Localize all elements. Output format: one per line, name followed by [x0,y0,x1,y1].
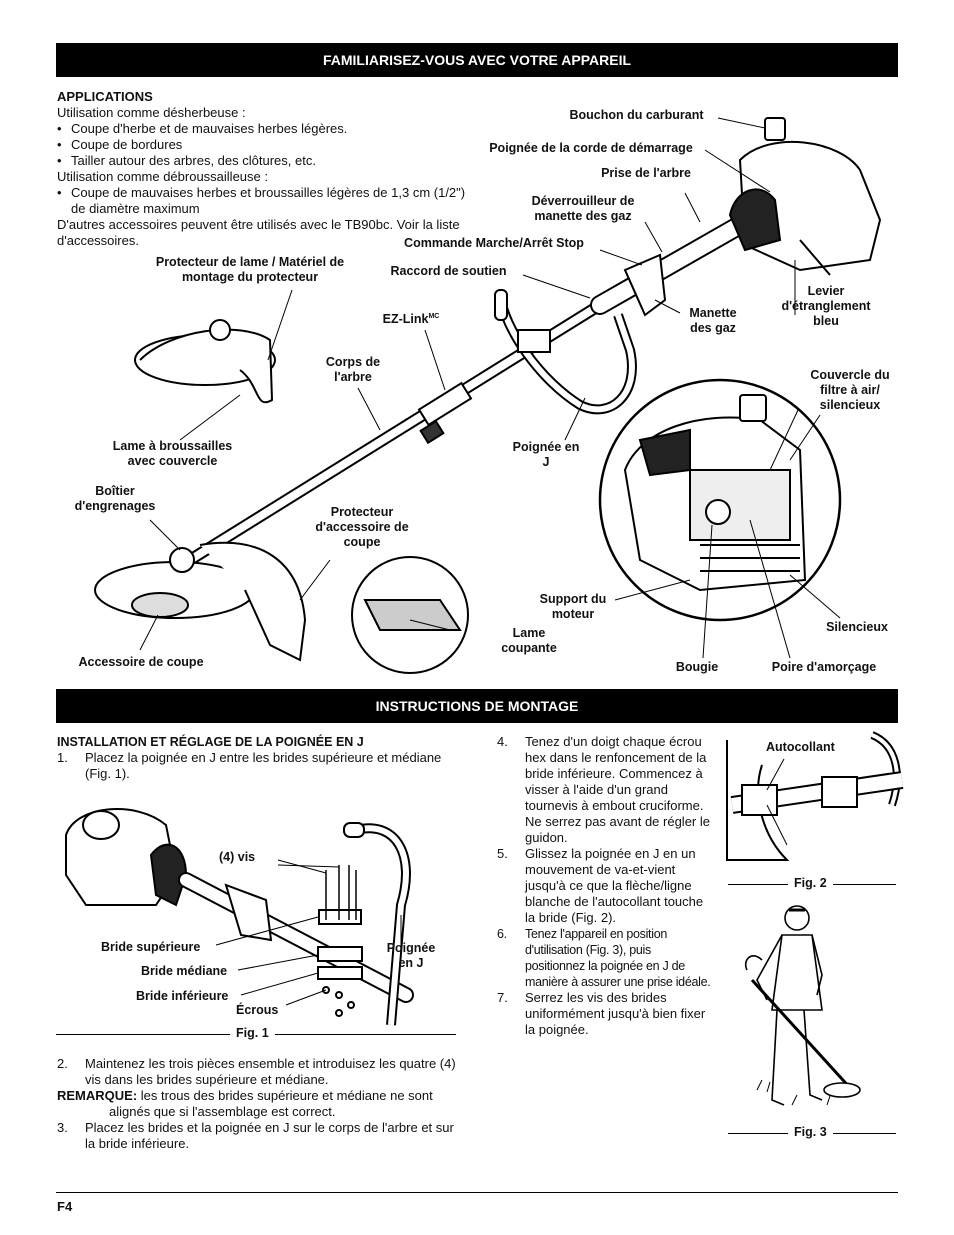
step-number: 5. [497,846,508,861]
label-spark-plug: Bougie [675,660,719,674]
step-text: Maintenez les trois pièces ensemble et i… [85,1056,456,1087]
fig2-illustration [726,731,904,861]
fig1-label-screws: (4) vis [219,850,256,864]
step-number: 3. [57,1120,68,1135]
fig1-label-j-handle: Poignée en J [386,941,436,970]
note-label: REMARQUE: [57,1088,138,1103]
applications-block: APPLICATIONS Utilisation comme désherbeu… [57,89,467,249]
label-shaft-body: Corps de l'arbre [325,355,381,384]
fig1-label-nuts: Écrous [236,1003,279,1017]
label-blade-guard: Protecteur de lame / Matériel de montage… [155,255,345,284]
assembly-heading: INSTALLATION ET RÉGLAGE DE LA POIGNÉE EN… [57,735,364,749]
bullet-item: Coupe de bordures [57,137,467,153]
label-ezlink: EZ-LinkMC [376,309,446,327]
step-number: 7. [497,990,508,1005]
assembly-left-lower: 2. Maintenez les trois pièces ensemble et… [57,1056,457,1152]
step-number: 2. [57,1056,68,1071]
label-attach-guard: Protecteur d'accessoire de coupe [315,505,409,549]
assembly-left-column: INSTALLATION ET RÉGLAGE DE LA POIGNÉE EN… [57,734,457,782]
label-gearbox: Boîtier d'engrenages [74,484,156,513]
bullet-item: Coupe de mauvaises herbes et broussaille… [57,185,467,217]
fig2-label-sticker: Autocollant [766,740,835,754]
step-number: 1. [57,750,68,765]
fig1-label-lower-flange: Bride inférieure [136,989,229,1003]
assembly-middle-column: 4. Tenez d'un doigt chaque écrou hex dans… [497,734,713,1038]
applications-heading: APPLICATIONS [57,89,153,104]
note-text: les trous des brides supérieure et média… [109,1088,433,1119]
step-1: 1. Placez la poignée en J entre les bride… [57,750,457,782]
trimmer-illustration [94,117,882,674]
label-stop-switch: Commande Marche/Arrêt Stop [404,236,584,250]
fig3-illustration [744,905,861,1106]
label-choke: Levier d'étranglement bleu [781,284,871,328]
step-text: Tenez l'appareil en position d'utilisati… [525,927,711,989]
step-4: 4. Tenez d'un doigt chaque écrou hex dans… [497,734,713,846]
fig1-illustration [65,808,414,1026]
fig1-caption: Fig. 1 [230,1026,275,1040]
fig3-caption: Fig. 3 [788,1125,833,1139]
fig1-label-middle-flange: Bride médiane [141,964,228,978]
section-header-assembly: INSTRUCTIONS DE MONTAGE [56,689,898,723]
fig2-caption: Fig. 2 [788,876,833,890]
step-text: Placez la poignée en J entre les brides … [85,750,442,781]
page-number: F4 [57,1199,73,1214]
step-7: 7. Serrez les vis des brides uniformément… [497,990,713,1038]
applications-line: D'autres accessoires peuvent être utilis… [57,217,460,248]
label-starter-rope: Poignée de la corde de démarrage [489,141,693,155]
label-air-filter: Couvercle du filtre à air/ silencieux [810,368,890,412]
label-shaft-grip: Prise de l'arbre [601,166,691,180]
bullet-item: Tailler autour des arbres, des clôtures,… [57,153,467,169]
label-cutting-blade: Lame coupante [501,626,557,655]
step-number: 6. [497,927,507,941]
step-5: 5. Glissez la poignée en J en un mouvemen… [497,846,713,926]
applications-line: Utilisation comme débroussailleuse : [57,169,268,184]
label-support-fitting: Raccord de soutien [390,264,507,278]
label-muffler: Silencieux [826,620,888,634]
label-cutting-attachment: Accessoire de coupe [78,655,204,669]
step-text: Placez les brides et la poignée en J sur… [85,1120,454,1151]
note: REMARQUE: les trous des brides supérieur… [57,1088,457,1120]
label-brush-blade: Lame à broussailles avec couvercle [112,439,233,468]
label-throttle-lockout: Déverrouilleur de manette des gaz [531,194,635,223]
applications-line: Utilisation comme désherbeuse : [57,105,246,120]
label-primer: Poire d'amorçage [771,660,877,674]
label-j-handle: Poignée en J [512,440,580,469]
step-3: 3. Placez les brides et la poignée en J s… [57,1120,457,1152]
label-engine-support: Support du moteur [539,592,607,621]
step-2: 2. Maintenez les trois pièces ensemble et… [57,1056,457,1088]
ezlink-text: EZ-Link [382,312,429,327]
section-header-familiarize: FAMILIARISEZ-VOUS AVEC VOTRE APPAREIL [56,43,898,77]
ezlink-sup: MC [428,313,440,320]
step-text: Tenez d'un doigt chaque écrou hex dans l… [525,734,710,845]
step-6: 6. Tenez l'appareil en position d'utilisa… [497,926,713,990]
step-number: 4. [497,734,508,749]
label-fuel-cap: Bouchon du carburant [569,108,704,122]
bullet-item: Coupe d'herbe et de mauvaises herbes lég… [57,121,467,137]
step-text: Glissez la poignée en J en un mouvement … [525,846,704,925]
step-text: Serrez les vis des brides uniformément j… [525,990,706,1037]
footer-rule [56,1192,898,1193]
fig1-label-upper-flange: Bride supérieure [101,940,201,954]
label-throttle: Manette des gaz [689,306,737,335]
